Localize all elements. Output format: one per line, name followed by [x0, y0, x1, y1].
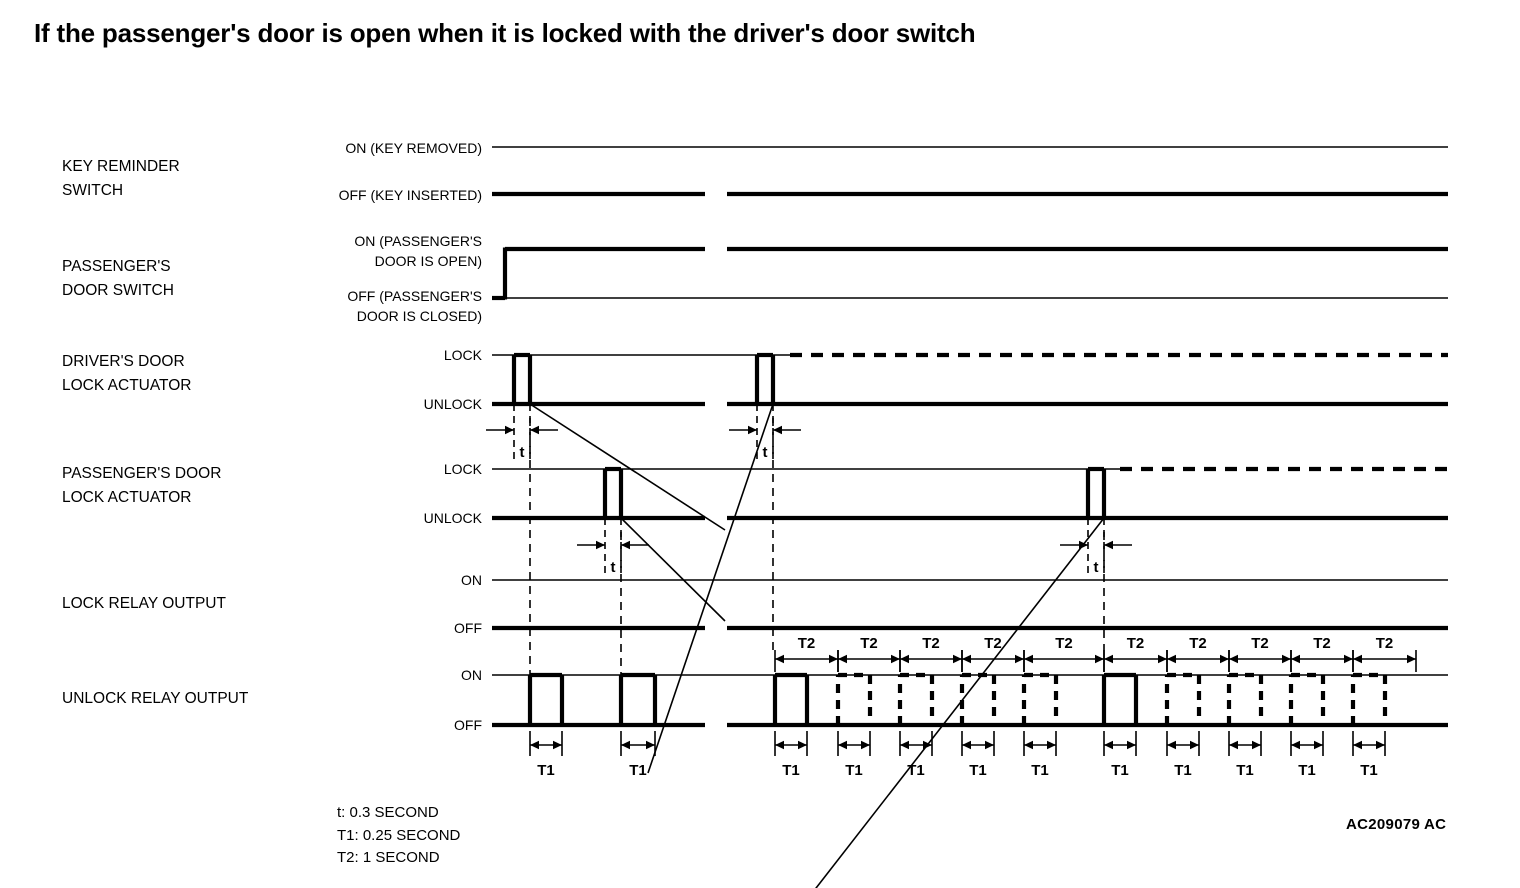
T2-dimension-2: [899, 650, 963, 672]
driver-t-arrowhead-right-0: [530, 425, 539, 435]
passenger-t-arrowhead-right-0: [621, 540, 630, 550]
T1-dimension-9: [1228, 731, 1262, 756]
passenger-t-arrowhead-left-0: [596, 540, 605, 550]
guide-line-0: [529, 403, 726, 531]
state-label-key-reminder-off: OFF (KEY INSERTED): [338, 187, 482, 203]
state-label-driver-actuator-unlock: UNLOCK: [423, 396, 482, 412]
T1-dimension-10: [1290, 731, 1324, 756]
T1-label-0: T1: [537, 762, 555, 779]
legend-timing-constants: t: 0.3 SECOND T1: 0.25 SECOND T2: 1 SECO…: [337, 804, 461, 866]
T1-label-6: T1: [1031, 762, 1049, 779]
T1-label-7: T1: [1111, 762, 1129, 779]
T2-label-3: T2: [984, 635, 1002, 652]
T1-label-9: T1: [1236, 762, 1254, 779]
T2-dimension-1: [837, 650, 901, 672]
T2-dimension-9: [1352, 650, 1417, 672]
T2-label-0: T2: [798, 635, 816, 652]
guide-line-3: [815, 517, 1105, 888]
state-label-lock-relay-on: ON: [461, 572, 482, 588]
passenger-t-label-1: t: [1094, 559, 1099, 576]
T2-label-8: T2: [1313, 635, 1331, 652]
T1-dimension-5: [961, 731, 995, 756]
driver-t-label-0: t: [520, 444, 525, 461]
state-label-driver-actuator-lock: LOCK: [443, 347, 482, 363]
passenger-t-label-0: t: [611, 559, 616, 576]
T1-label-8: T1: [1174, 762, 1192, 779]
T2-dimension-4: [1023, 650, 1105, 672]
T2-label-2: T2: [922, 635, 940, 652]
driver-t-arrowhead-right-1: [773, 425, 782, 435]
T1-dimension-4: [899, 731, 933, 756]
guide-line-2: [647, 403, 774, 774]
state-label-passenger-actuator-unlock: UNLOCK: [423, 510, 482, 526]
T2-dimension-6: [1166, 650, 1230, 672]
state-label-key-reminder-on: ON (KEY REMOVED): [345, 140, 482, 156]
T1-dimension-8: [1166, 731, 1200, 756]
T1-dimension-7: [1103, 731, 1137, 756]
state-label-unlock-relay-off: OFF: [454, 717, 482, 733]
T1-dimension-3: [837, 731, 871, 756]
driver-t-arrowhead-left-0: [505, 425, 514, 435]
T1-label-2: T1: [782, 762, 800, 779]
T1-label-5: T1: [969, 762, 987, 779]
T2-dimension-7: [1228, 650, 1292, 672]
diagram-code: AC209079 AC: [1346, 816, 1447, 833]
state-label-passenger-switch-on: ON (PASSENGER'S DOOR IS OPEN): [354, 233, 482, 269]
T1-dimension-11: [1352, 731, 1386, 756]
driver-t-label-1: t: [763, 444, 768, 461]
T2-label-5: T2: [1127, 635, 1145, 652]
T1-label-10: T1: [1298, 762, 1316, 779]
driver-t-arrowhead-left-1: [748, 425, 757, 435]
T2-dimension-8: [1290, 650, 1354, 672]
row-label-drivers-door-lock-actuator: DRIVER'S DOOR LOCK ACTUATOR: [62, 353, 192, 394]
noop: [530, 418, 725, 530]
state-label-passenger-switch-off: OFF (PASSENGER'S DOOR IS CLOSED): [347, 288, 482, 324]
T2-dimension-5: [1103, 650, 1168, 672]
T1-label-11: T1: [1360, 762, 1378, 779]
T1-dimension-2: [774, 731, 808, 756]
state-label-lock-relay-off: OFF: [454, 620, 482, 636]
row-label-unlock-relay-output: UNLOCK RELAY OUTPUT: [62, 690, 249, 707]
T1-label-3: T1: [845, 762, 863, 779]
page-title: If the passenger's door is open when it …: [34, 18, 976, 48]
row-label-passengers-door-switch: PASSENGER'S DOOR SWITCH: [62, 258, 174, 299]
row-label-passengers-door-lock-actuator: PASSENGER'S DOOR LOCK ACTUATOR: [62, 465, 222, 506]
T1-dimension-1: [620, 731, 656, 756]
T2-label-1: T2: [860, 635, 878, 652]
passenger-t-arrowhead-right-1: [1104, 540, 1113, 550]
T2-label-7: T2: [1251, 635, 1269, 652]
state-label-unlock-relay-on: ON: [461, 667, 482, 683]
guide-line-1: [620, 517, 726, 622]
T1-dimension-0: [529, 731, 563, 756]
T1-dimension-6: [1023, 731, 1057, 756]
T2-dimension-0: [774, 650, 839, 672]
row-label-lock-relay-output: LOCK RELAY OUTPUT: [62, 595, 226, 612]
T2-label-6: T2: [1189, 635, 1207, 652]
T2-label-9: T2: [1376, 635, 1394, 652]
T1-label-1: T1: [629, 762, 647, 779]
T1-label-4: T1: [907, 762, 925, 779]
T2-label-4: T2: [1055, 635, 1073, 652]
row-label-key-reminder-switch: KEY REMINDER SWITCH: [62, 158, 180, 199]
state-label-passenger-actuator-lock: LOCK: [443, 461, 482, 477]
